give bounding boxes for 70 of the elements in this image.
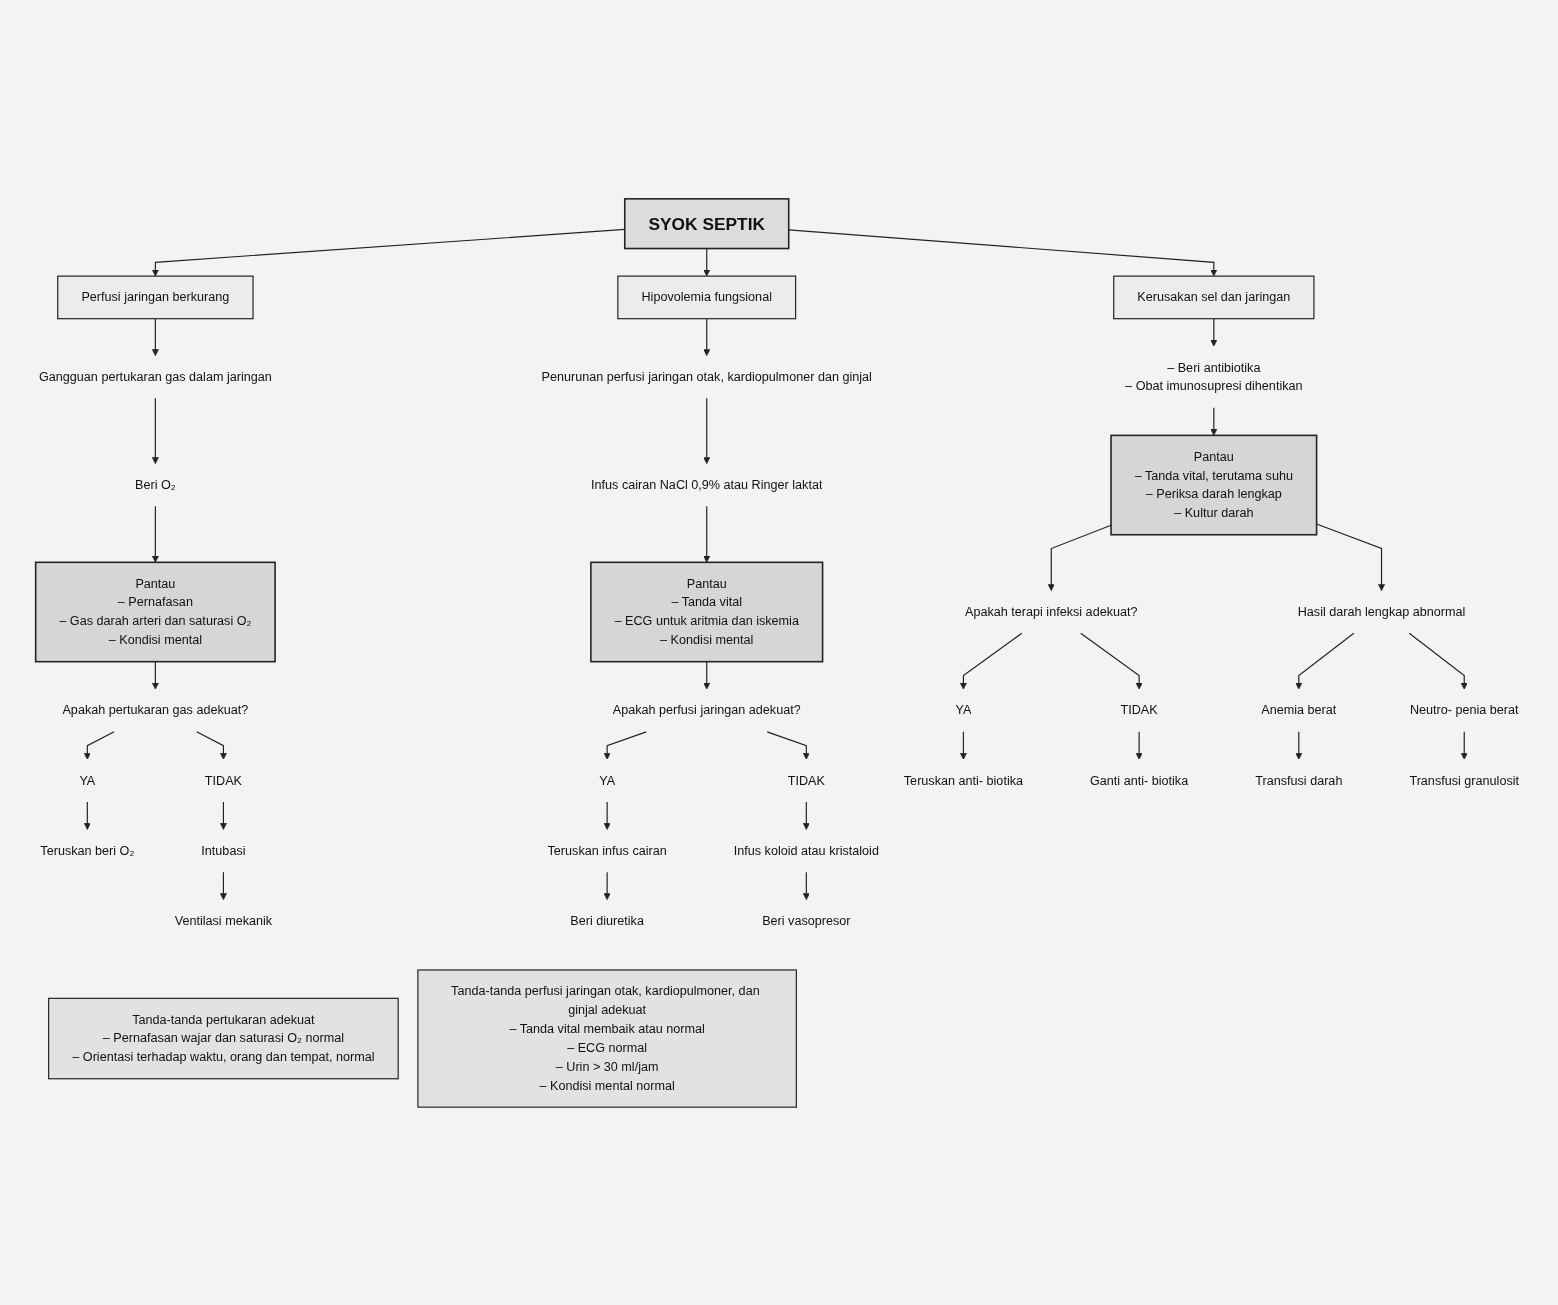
arrow [1295, 632, 1355, 690]
node-text: – Beri antibiotika – Obat imunosupresi dihentikan [1125, 359, 1303, 393]
arrow [788, 228, 1218, 276]
arrow [1316, 522, 1385, 591]
node-text: Apakah terapi infeksi adekuat? [965, 604, 1138, 618]
node-text: Teruskan infus cairan [547, 843, 667, 857]
node-text: Teruskan beri O₂ [40, 843, 135, 857]
node-text: Intubasi [201, 843, 246, 857]
arrow [1135, 730, 1143, 760]
arrow [766, 730, 810, 760]
arrow [603, 871, 611, 900]
arrow [603, 730, 647, 760]
arrow [1210, 317, 1218, 347]
arrow [703, 247, 711, 276]
arrow [219, 800, 227, 830]
node-text: Hasil darah lengkap abnormal [1297, 604, 1466, 618]
arrow [1408, 632, 1468, 690]
node-text: Infus koloid atau kristaloid [733, 843, 879, 857]
arrow [151, 505, 159, 563]
node-text: Teruskan anti- biotika [903, 773, 1024, 787]
node-text: Transfusi granulosit [1409, 773, 1520, 787]
node-box: Tanda-tanda pertukaran adekuat – Pernafasan wajar dan saturasi O₂ normal – Orientasi terhadap waktu, orang dan tempat, normal [48, 997, 399, 1079]
arrow [219, 871, 227, 900]
arrow [703, 660, 711, 690]
node-text: Transfusi darah [1255, 773, 1343, 787]
arrow [151, 317, 159, 356]
arrow [959, 632, 1023, 690]
node-text: Ventilasi mekanik [174, 913, 273, 927]
node-text: YA [599, 773, 616, 787]
node-text: Neutro- penia berat [1409, 702, 1519, 717]
node-text: YA [955, 702, 972, 717]
arrow [151, 660, 159, 690]
node-text: Penurunan perfusi jaringan otak, kardiopulmoner dan ginjal [541, 369, 872, 383]
arrow [196, 730, 227, 760]
arrow [83, 800, 91, 830]
node-box: Pantau – Tanda vital, terutama suhu – Periksa darah lengkap – Kultur darah [1110, 434, 1318, 535]
node-box: Hipovolemia fungsional [617, 275, 797, 319]
arrow [151, 397, 159, 464]
arrow [703, 317, 711, 356]
arrow [1080, 632, 1143, 690]
node-text: Apakah perfusi jaringan adekuat? [612, 702, 801, 717]
node-text: Beri vasopresor [762, 913, 851, 927]
node-box: Pantau – Pernafasan – Gas darah arteri dan saturasi O₂ – Kondisi mental [34, 561, 276, 662]
arrow [1047, 524, 1112, 591]
node-box: Pantau – Tanda vital – ECG untuk aritmia dan iskemia – Kondisi mental [590, 561, 824, 662]
arrow [802, 871, 810, 900]
node-box: Perfusi jaringan berkurang [57, 275, 254, 319]
node-box: Kerusakan sel dan jaringan [1113, 275, 1315, 319]
node-text: Anemia berat [1261, 702, 1337, 717]
arrow [1460, 730, 1468, 760]
arrow [959, 730, 967, 760]
arrow [1295, 730, 1303, 760]
node-text: Apakah pertukaran gas adekuat? [62, 702, 249, 717]
arrow [703, 397, 711, 464]
node-text: Beri diuretika [570, 913, 644, 927]
node-box: SYOK SEPTIK [624, 197, 790, 249]
arrow [603, 800, 611, 830]
arrow [1210, 406, 1218, 436]
node-box: Tanda-tanda perfusi jaringan otak, kardiopulmoner, dan ginjal adekuat – Tanda vital membaik atau normal – ECG normal – Urin > 30 ml/jam – Kondisi mental normal [417, 968, 797, 1108]
node-text: Beri O₂ [135, 477, 176, 491]
node-text: TIDAK [204, 773, 242, 787]
node-text: TIDAK [787, 773, 825, 787]
node-text: Infus cairan NaCl 0,9% atau Ringer laktat [591, 477, 823, 491]
node-text: Ganti anti- biotika [1090, 773, 1189, 787]
arrow [83, 730, 115, 760]
node-text: TIDAK [1120, 702, 1158, 717]
node-text: Gangguan pertukaran gas dalam jaringan [38, 369, 272, 383]
arrow [802, 800, 810, 830]
node-text: YA [79, 773, 96, 787]
arrow [703, 505, 711, 563]
